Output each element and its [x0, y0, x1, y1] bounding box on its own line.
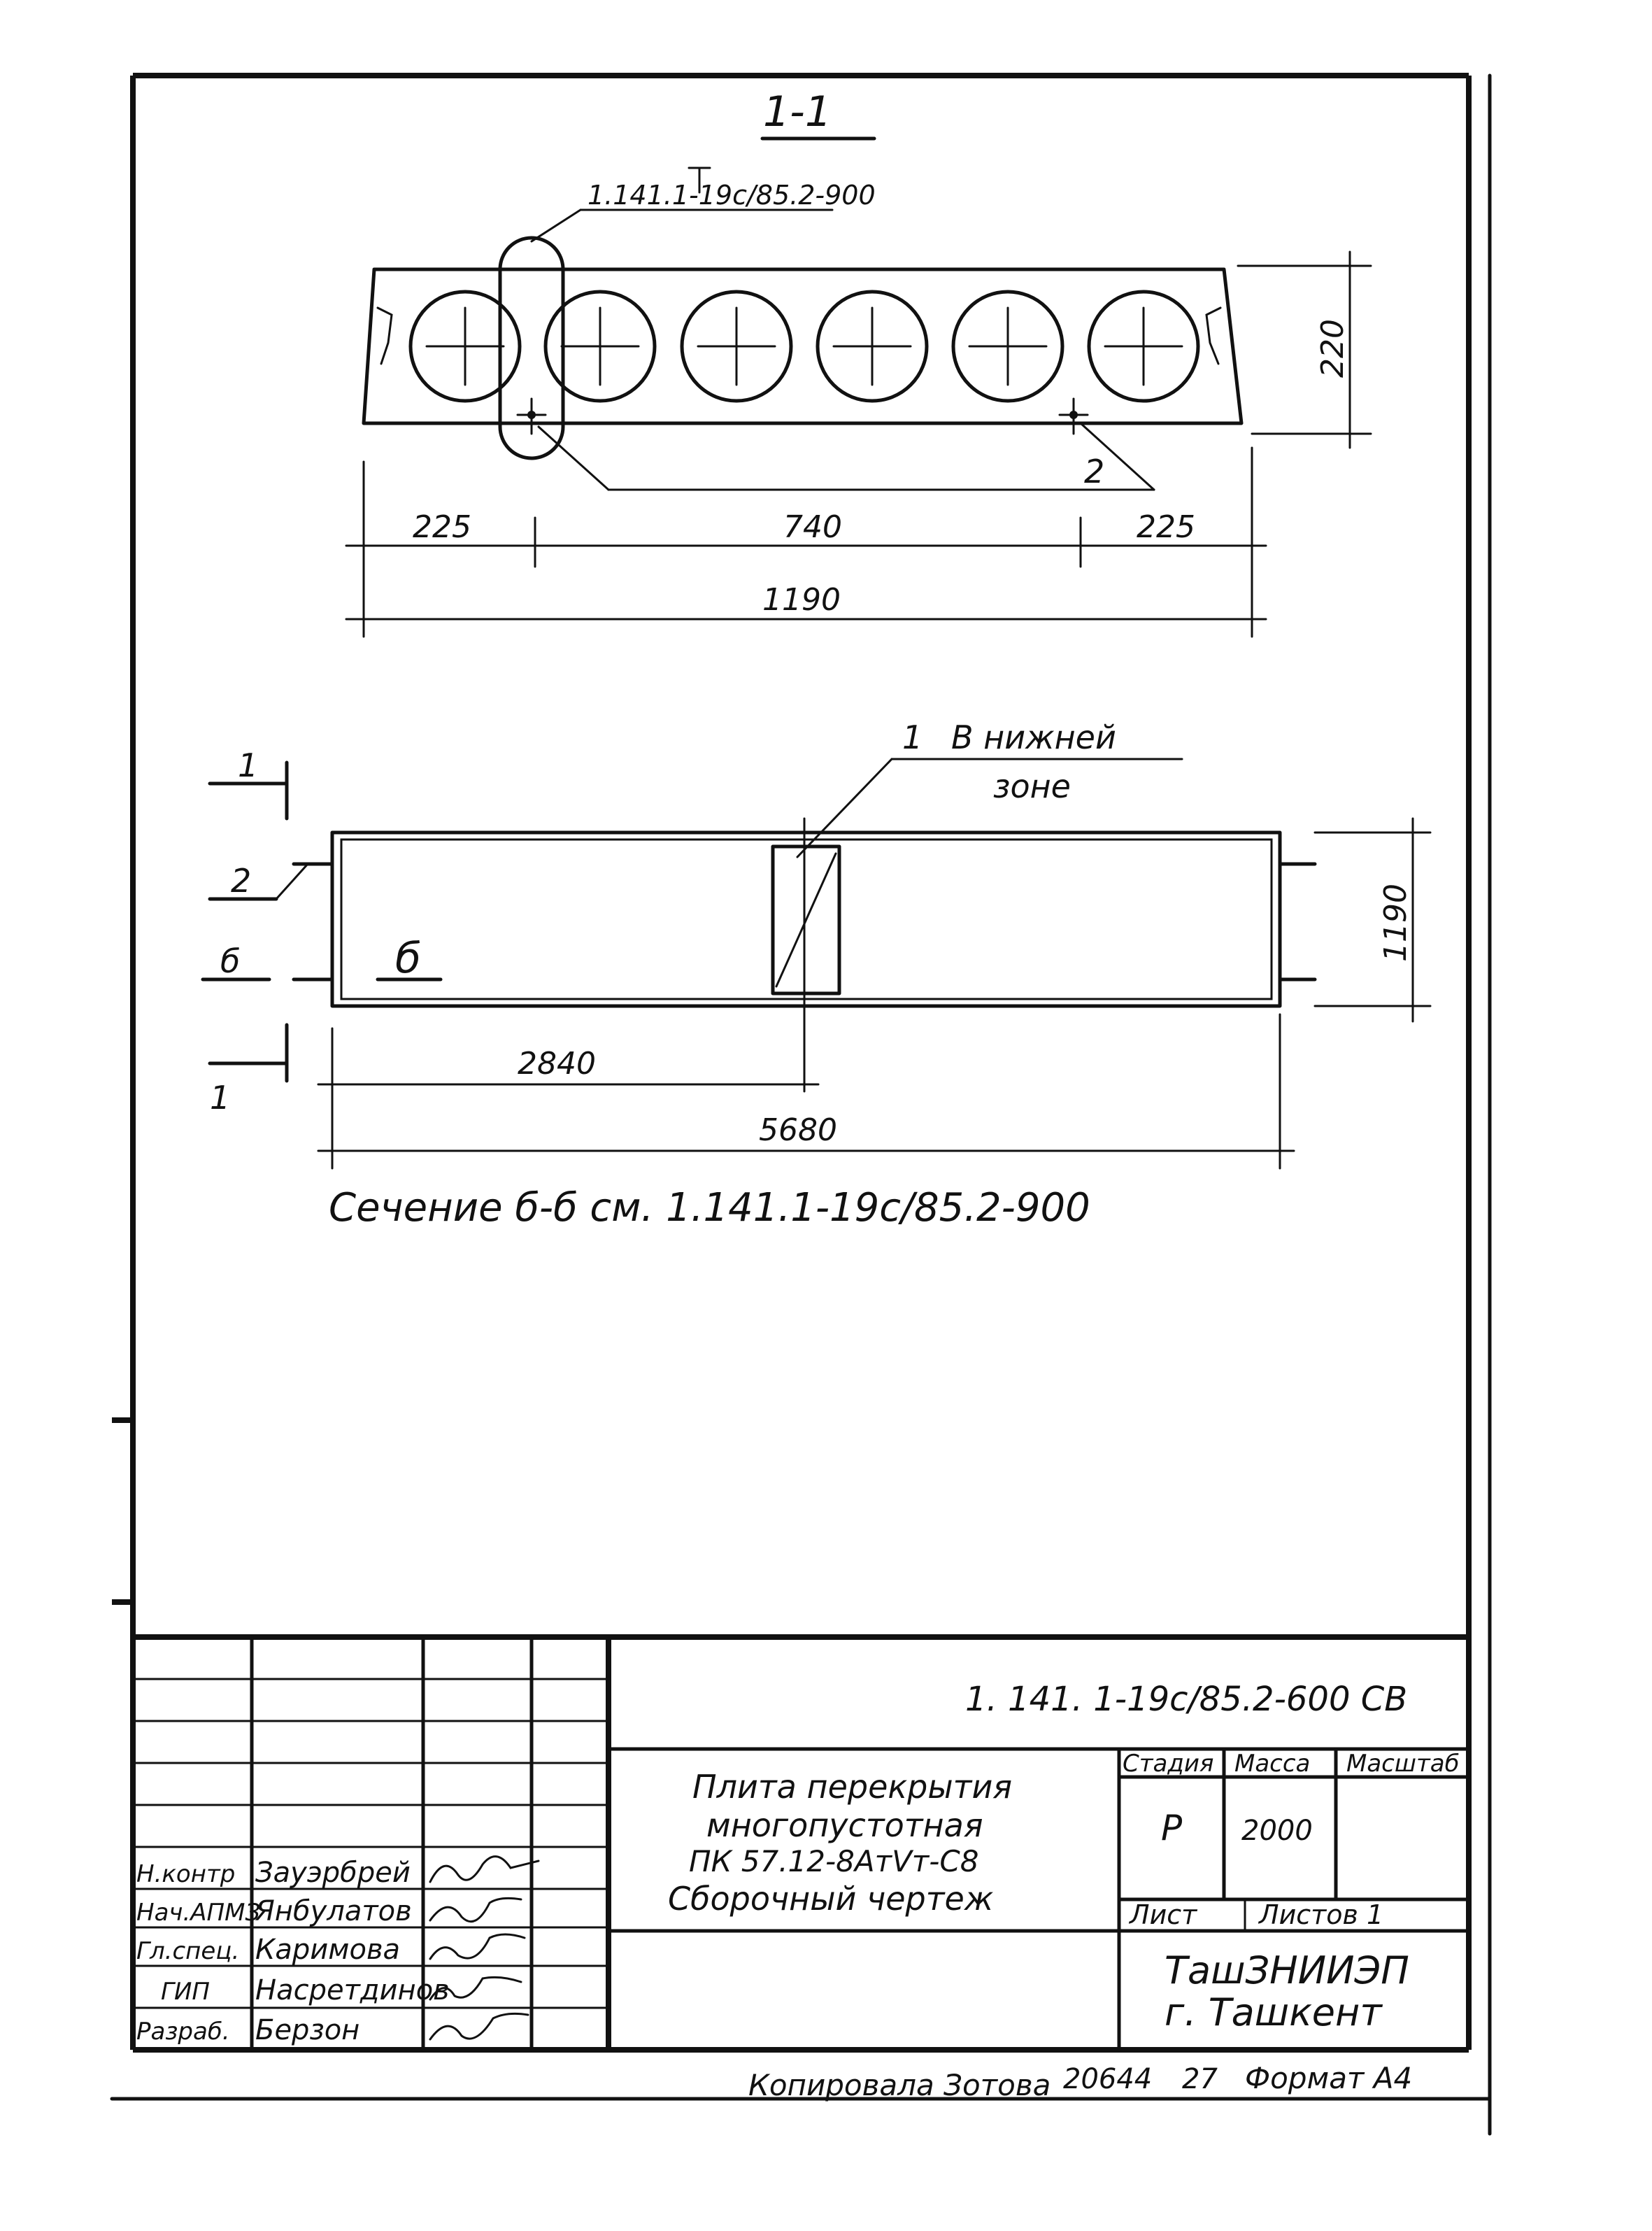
dim-2840: 2840 — [518, 1046, 596, 1082]
b-mark-left: б — [220, 942, 240, 980]
callout-1: 1 — [902, 718, 923, 756]
plan-view: 1 В нижней зоне 1 1 2 б б 1190 2840 5680 — [201, 718, 1432, 1170]
plan-width-dim: 1190 — [1378, 884, 1414, 962]
footer-number: 20644 — [1063, 2063, 1152, 2095]
title-line-2: многопустотная — [706, 1806, 983, 1844]
value-mass: 2000 — [1241, 1815, 1313, 1847]
header-scale: Масштаб — [1346, 1750, 1460, 1778]
sheets-label: Листов 1 — [1258, 1899, 1383, 1930]
dim-1190-total: 1190 — [762, 582, 841, 618]
staff-role-3: Гл.спец. — [136, 1937, 239, 1965]
dim-225-right: 225 — [1137, 509, 1195, 545]
staff-role-5: Разраб. — [136, 2018, 230, 2046]
height-dim: 220 — [1315, 319, 1351, 378]
dim-740: 740 — [783, 509, 842, 545]
signatures — [429, 1855, 540, 2041]
title-line-3: ПК 57.12-8АтⅤт-С8 — [689, 1844, 978, 1878]
sheet-label: Лист — [1128, 1899, 1198, 1930]
hollow-cores — [408, 290, 1200, 403]
title-line-1: Плита перекрытия — [692, 1768, 1012, 1806]
section-title: 1-1 — [763, 87, 832, 136]
staff-name-2: Янбулатов — [255, 1895, 412, 1927]
title-line-4: Сборочный чертеж — [668, 1880, 994, 1918]
staff-role-1: Н.контр — [136, 1860, 235, 1888]
b-mark-inner: б — [395, 934, 421, 983]
staff-role-2: Нач.АПМЗ — [136, 1899, 260, 1927]
doc-code: 1. 141. 1-19с/85.2-600 СВ — [965, 1680, 1407, 1719]
footer: Копировала Зотова 20644 27 Формат А4 — [748, 2061, 1412, 2102]
staff-role-4: ГИП — [161, 1978, 210, 2006]
header-mass: Масса — [1234, 1750, 1310, 1778]
section-callout-2: 2 — [1084, 453, 1104, 490]
dim-225-left: 225 — [413, 509, 471, 545]
title-block: 1. 141. 1-19с/85.2-600 СВ Плита перекрыт… — [131, 1634, 1471, 2053]
section-1-1: 1-1 1.141.1-19с/85.2-900 2 — [345, 87, 1372, 638]
callout-1-text-a: В нижней — [951, 718, 1116, 756]
callout-1-text-b: зоне — [993, 767, 1071, 805]
staff-name-1: Зауэрбрей — [255, 1857, 411, 1889]
staff-name-5: Берзон — [255, 2014, 359, 2046]
section-note: Сечение б-б см. 1.141.1-19с/85.2-900 — [329, 1185, 1090, 1231]
copied-by: Копировала Зотова — [748, 2068, 1051, 2102]
header-stage: Стадия — [1123, 1750, 1213, 1778]
plan-callout-2: 2 — [231, 862, 251, 900]
staff-name-4: Насретдинов — [255, 1974, 450, 2006]
section-mark-top: 1 — [238, 746, 258, 784]
org-line-1: ТашЗНИИЭП — [1165, 1948, 1409, 1992]
staff-name-3: Каримова — [255, 1934, 400, 1966]
value-stage: Р — [1161, 1808, 1183, 1848]
section-mark-bottom: 1 — [210, 1079, 230, 1117]
dim-5680: 5680 — [759, 1112, 837, 1148]
footer-page: 27 — [1182, 2063, 1218, 2095]
section-ref-label: 1.141.1-19с/85.2-900 — [588, 180, 876, 211]
org-line-2: г. Ташкент — [1165, 1990, 1383, 2034]
footer-format: Формат А4 — [1245, 2061, 1412, 2095]
